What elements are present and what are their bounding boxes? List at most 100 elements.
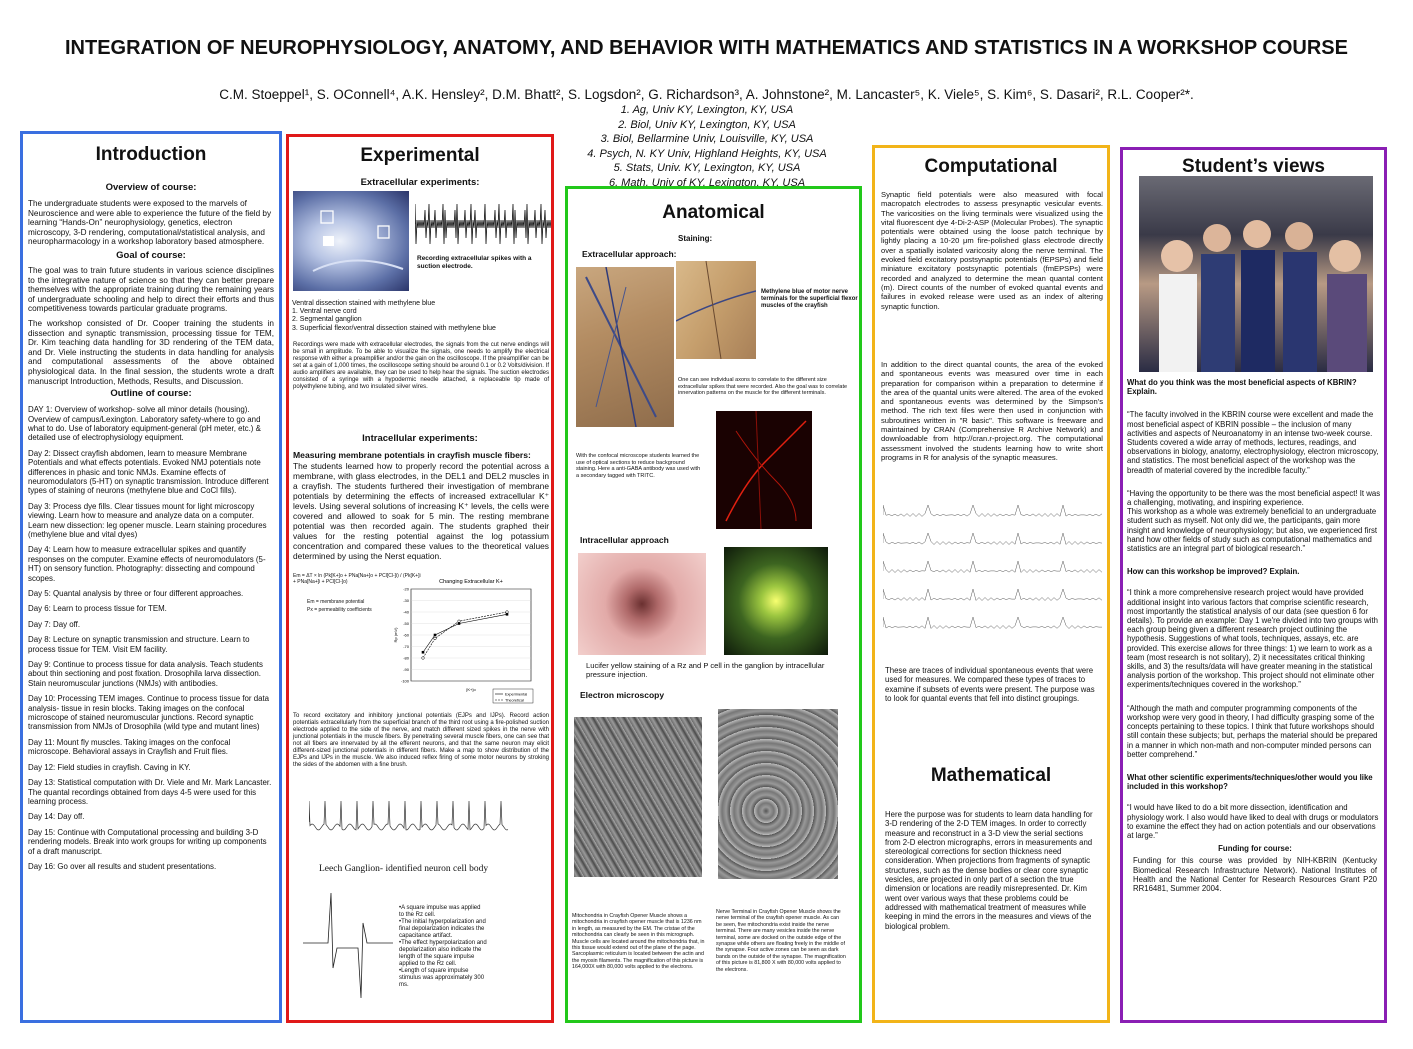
data-point — [421, 650, 425, 654]
spontaneous-event-traces — [883, 504, 1103, 629]
nerve-terminal-em-photo — [718, 709, 838, 879]
students-answers: What do you think was the most beneficia… — [1127, 378, 1383, 893]
mathematical-heading: Mathematical — [930, 765, 1052, 786]
question-1: What do you think was the most beneficia… — [1127, 378, 1357, 397]
author-list: C.M. Stoeppel¹, S. OConnell⁴, A.K. Hensl… — [219, 87, 1194, 102]
introduction-panel: Introduction Overview of course: The und… — [20, 131, 282, 1023]
ventral-list-item: 1. Ventral nerve cord — [292, 308, 357, 316]
mitochondria-caption: Mitochondria in Crayfish Opener Muscle s… — [572, 913, 705, 971]
em-title: Electron microscopy — [580, 690, 665, 700]
y-axis-label: Rp (mV) — [393, 627, 398, 643]
answer-4: “I think a more comprehensive research p… — [1127, 588, 1378, 690]
chart-title: Changing Extracellular K+ — [439, 579, 503, 585]
axon-caption: One can see individual axons to correlat… — [678, 377, 848, 396]
data-point — [433, 636, 437, 641]
square-note: •Length of square impulse stimulus was a… — [399, 968, 485, 988]
data-point — [457, 619, 461, 623]
trace-line — [883, 560, 1103, 573]
extracellular-spike-trace — [414, 201, 551, 247]
y-tick-label: -80 — [403, 656, 410, 661]
leech-line — [308, 800, 509, 831]
trace-line — [883, 588, 1103, 601]
data-point — [505, 613, 509, 616]
day-item: Day 4: Learn how to measure extracellula… — [28, 545, 266, 583]
affiliation: 3. Biol, Bellarmine Univ, Louisville, KY… — [600, 133, 814, 145]
trace-line — [883, 504, 1103, 517]
day-item: Day 8: Lecture on synaptic transmission … — [28, 635, 250, 654]
day-list: DAY 1: Overview of workshop- solve all m… — [28, 405, 274, 871]
ejp-text: To record excitatory and inhibitory junc… — [293, 713, 549, 768]
nerve-caption: Nerve Terminal in Crayfish Opener Muscle… — [716, 909, 846, 973]
overview-text: The undergraduate students were exposed … — [28, 199, 272, 247]
y-tick-label: -40 — [403, 610, 410, 615]
square-note: •The effect hyperpolarization and depola… — [399, 940, 487, 967]
legend-em: Em = membrane potential — [307, 599, 365, 605]
day-item: Day 3: Process dye fills. Clear tissues … — [28, 501, 267, 539]
experimental-heading: Experimental — [360, 145, 480, 166]
nernst-equation: Em = ΔT × ln (Pk[K+]o + PNa[Na+]o + PCl[… — [293, 573, 421, 585]
spontaneous-traces — [890, 520, 891, 521]
spike-caption: Recording extracellular spikes with a su… — [417, 255, 532, 271]
day-item: Day 9: Continue to process tissue for da… — [28, 660, 263, 688]
data-point — [457, 622, 461, 625]
data-point — [421, 656, 425, 660]
rz-cell-photo — [578, 553, 706, 655]
traces-caption: These are traces of individual spontaneo… — [885, 666, 1095, 704]
question-2: How can this workshop be improved? Expla… — [1127, 567, 1300, 577]
membrane-title: Measuring membrane potentials in crayfis… — [293, 450, 531, 460]
day-item: Day 5: Quantal analysis by three or four… — [28, 589, 244, 598]
day-item: Day 6: Learn to process tissue for TEM. — [28, 604, 167, 614]
lucifer-caption: Lucifer yellow staining of a Rz and P ce… — [586, 661, 825, 679]
legend-pk: Px = permeability coefficients — [307, 607, 372, 613]
leech-caption: Leech Ganglion- identified neuron cell b… — [319, 864, 489, 874]
computational-heading: Computational — [924, 156, 1058, 177]
axon-photo — [576, 266, 674, 428]
series-line — [422, 611, 508, 659]
day-item: Day 10: Processing TEM images. Continue … — [28, 694, 270, 732]
answer-1: “The faculty involved in the KBRIN cours… — [1127, 410, 1379, 475]
answer-2: “Having the opportunity to be there was … — [1127, 488, 1381, 508]
confocal-lines — [725, 410, 807, 530]
ventral-list-item: 2. Segmental ganglion — [292, 316, 362, 324]
y-tick-label: -70 — [403, 644, 410, 649]
answer-5: “Although the math and computer programm… — [1127, 703, 1378, 759]
funding-text: Funding for this course was provided by … — [1133, 856, 1377, 893]
methylene-caption: Methylene blue of motor nerve terminals … — [761, 289, 858, 309]
day-item: Day 12: Field studies in crayfish. Cavin… — [28, 762, 191, 772]
students-figures — [1159, 220, 1367, 372]
y-tick-label: -30 — [403, 598, 410, 603]
affiliation: 4. Psych, N. KY Univ, Highland Heights, … — [587, 147, 827, 160]
x-axis-label: [K+]o — [466, 687, 476, 692]
lucifer-photo — [724, 547, 828, 655]
affiliation: 6. Math, Univ of KY, Lexington, KY, USA — [608, 176, 806, 189]
affiliations: 1. Ag, Univ KY, Lexington, KY, USA 2. Bi… — [500, 103, 914, 190]
axon-lines — [585, 266, 657, 428]
y-tick-label: -100 — [401, 679, 410, 684]
intro-heading: Introduction — [95, 144, 207, 165]
day-item: Day 14: Day off. — [28, 812, 85, 822]
anatomical-panel: Anatomical Staining: Extracellular appro… — [565, 186, 862, 1023]
staining-title: Staining: — [678, 234, 713, 243]
anatomical-extra-title: Extracellular approach: — [582, 249, 677, 259]
experimental-panel: Experimental Extracellular experiments: … — [286, 134, 554, 1023]
goal-title: Goal of course: — [116, 249, 186, 261]
y-tick-label: -90 — [403, 667, 410, 672]
terminal-lines — [675, 260, 757, 360]
dissection-markers — [312, 210, 404, 272]
confocal-caption: With the confocal microscope students le… — [576, 453, 701, 479]
data-point — [433, 633, 437, 637]
computational-panel: Computational Synaptic field potentials … — [872, 145, 1110, 1023]
day-item: DAY 1: Overview of workshop- solve all m… — [28, 405, 261, 443]
intracellular-title: Intracellular experiments: — [362, 433, 478, 444]
methylene-blue-photo — [675, 260, 757, 360]
day-item: Day 15: Continue with Computational proc… — [28, 827, 267, 856]
day-item: Day 11: Mount fly muscles. Taking images… — [28, 737, 231, 757]
leech-trace — [308, 797, 509, 847]
answer-6: “I would have liked to do a bit more dis… — [1127, 803, 1379, 840]
ventral-caption-title: Ventral dissection stained with methylen… — [292, 300, 436, 307]
anatomical-heading: Anatomical — [662, 202, 765, 223]
mathematical-text: Here the purpose was for students to lea… — [885, 810, 1093, 931]
membrane-text: The students learned how to properly rec… — [293, 461, 549, 561]
affiliation: 2. Biol, Univ KY, Lexington, KY, USA — [618, 118, 796, 131]
y-tick-label: -60 — [403, 633, 410, 638]
